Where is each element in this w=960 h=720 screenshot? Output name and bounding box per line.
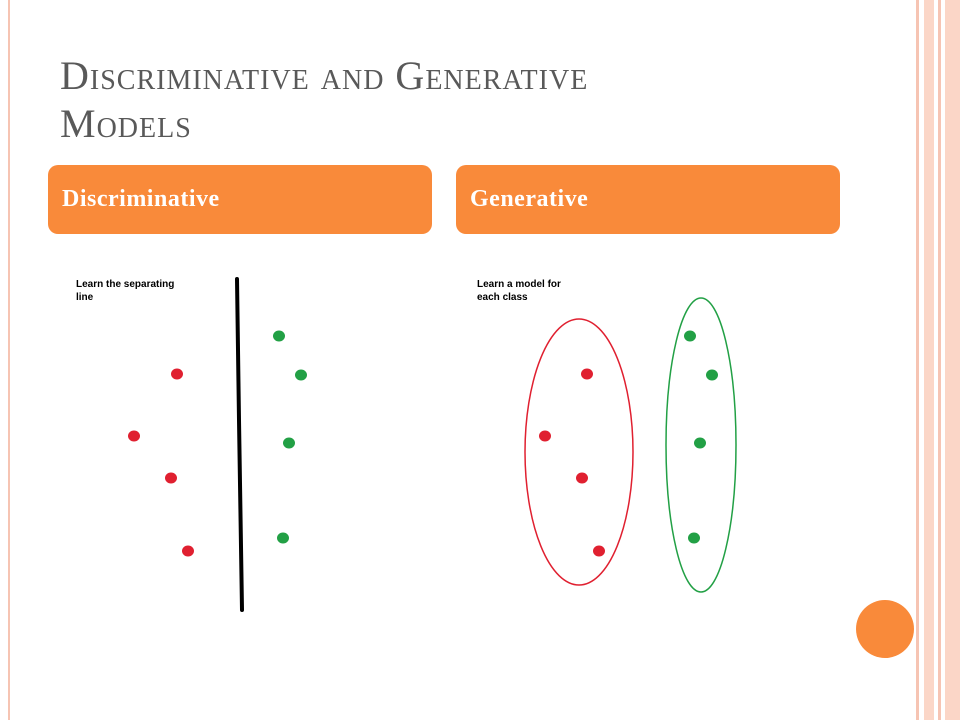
decorative-orange-circle	[856, 600, 914, 658]
red-point	[581, 368, 593, 380]
title-line-1: Discriminative and Generative	[60, 53, 589, 98]
red-class-ellipse	[524, 318, 634, 586]
discriminative-diagram: Learn the separating line	[76, 277, 307, 612]
generative-header-label: Generative	[470, 186, 589, 212]
green-point	[706, 369, 718, 381]
generative-note-line-2: each class	[477, 292, 528, 303]
green-point	[688, 532, 700, 544]
left-border-line	[8, 0, 10, 720]
green-point	[684, 330, 696, 342]
generative-note-line-1: Learn a model for	[477, 279, 561, 290]
red-point	[171, 368, 183, 380]
red-point	[539, 430, 551, 442]
generative-diagram: Learn a model for each class	[477, 279, 737, 593]
discriminative-note-line-1: Learn the separating	[76, 279, 174, 290]
discriminative-header: Discriminative	[48, 165, 432, 234]
separating-line	[235, 277, 244, 612]
green-point	[295, 369, 307, 381]
slide-title: Discriminative and Generative Models	[60, 52, 820, 148]
discriminative-note-line-2: line	[76, 292, 94, 303]
red-point	[576, 472, 588, 484]
generative-header: Generative	[456, 165, 840, 234]
title-line-2: Models	[60, 101, 192, 146]
green-point	[277, 532, 289, 544]
green-point	[283, 437, 295, 449]
red-point	[182, 545, 194, 557]
right-decorative-stripes	[916, 0, 960, 720]
green-point	[273, 330, 285, 342]
green-class-ellipse	[665, 297, 737, 593]
green-point	[694, 437, 706, 449]
red-point	[128, 430, 140, 442]
discriminative-header-label: Discriminative	[62, 186, 220, 212]
red-point	[165, 472, 177, 484]
red-point	[593, 545, 605, 557]
